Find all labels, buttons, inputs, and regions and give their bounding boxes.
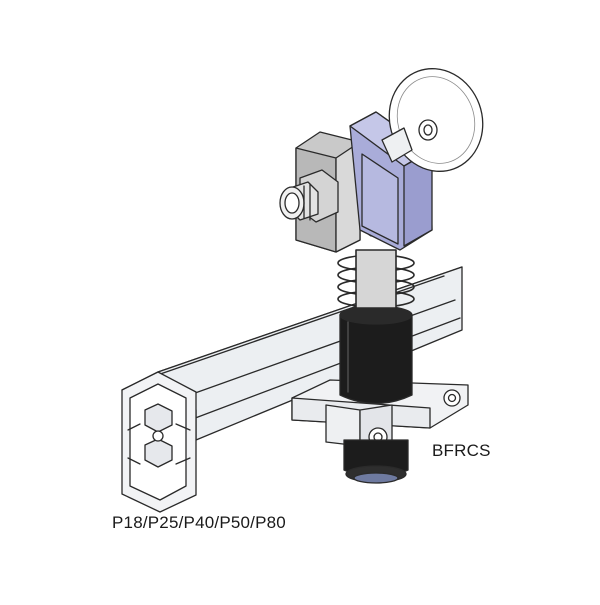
suction-cup-icon <box>381 68 484 172</box>
profile-sizes-label: P18/P25/P40/P50/P80 <box>112 513 286 532</box>
coil-spring <box>337 249 415 309</box>
rubber-cylinder <box>339 305 413 484</box>
threaded-fitting <box>279 169 339 223</box>
part-code-label: BFRCS <box>432 441 491 460</box>
aluminum-extrusion-icon <box>121 371 197 513</box>
